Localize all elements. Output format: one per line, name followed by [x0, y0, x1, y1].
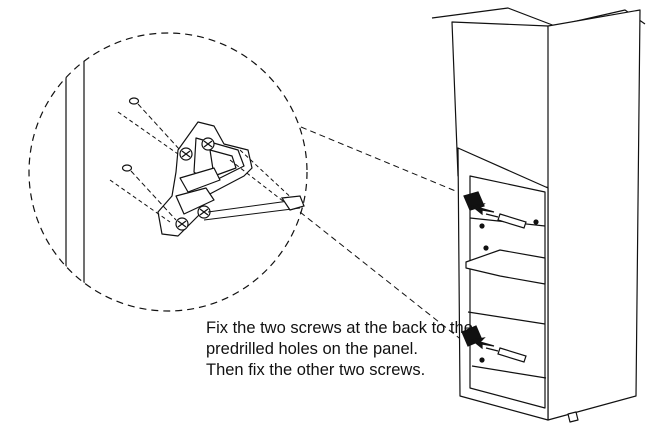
arrow-lower	[470, 337, 495, 350]
plate-screw-top-left	[179, 147, 193, 161]
middle-shelf	[465, 249, 546, 285]
lower-hinge-install	[461, 325, 527, 363]
cabinet-foot	[567, 411, 579, 423]
magnifier-connector-lines	[299, 126, 471, 346]
screwdriver-tip-detail	[280, 195, 305, 211]
instruction-line-3: Then fix the other two screws.	[206, 361, 426, 379]
plate-screw-top-right	[201, 137, 215, 151]
screwdriver-lower	[497, 347, 527, 363]
detail-magnifier	[28, 32, 308, 312]
screw-guide-lines	[109, 111, 301, 223]
screwdriver-upper	[497, 213, 527, 229]
tall-cabinet	[431, 7, 646, 423]
plate-screw-bottom-right	[197, 205, 211, 219]
side-panel-edge	[65, 33, 85, 311]
plate-screw-bottom-left	[175, 217, 189, 231]
predrilled-hole-lower	[121, 164, 177, 221]
instruction-line-2: predrilled holes on the panel.	[206, 340, 418, 358]
cabinet-lower-frame	[457, 147, 549, 421]
instruction-line-1: Fix the two screws at the back to the	[206, 319, 473, 337]
magnifier-outline	[28, 32, 308, 312]
upper-hinge-install	[463, 191, 539, 251]
cabinet-side-panel	[547, 9, 641, 421]
cabinet-inner-back	[469, 175, 546, 409]
predrilled-hole-upper	[128, 97, 181, 151]
assembly-instructions: Fix the two screws at the back to the pr…	[206, 318, 473, 381]
arrow-upper	[470, 203, 495, 216]
